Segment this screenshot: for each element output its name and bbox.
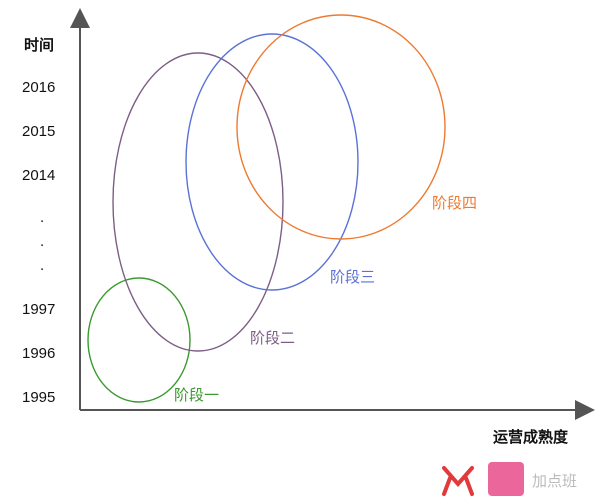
logo-left-mark xyxy=(442,466,474,496)
y-tick-dot-1: . xyxy=(40,209,44,226)
logo-right-mark xyxy=(488,462,524,496)
x-axis-title: 运营成熟度 xyxy=(493,428,569,446)
watermark-text: 加点班 xyxy=(532,472,577,490)
stage-3-label: 阶段三 xyxy=(330,268,375,286)
y-axis-title: 时间 xyxy=(24,36,54,54)
y-tick-dot-2: . xyxy=(40,233,44,250)
y-tick-1996: 1996 xyxy=(22,345,55,362)
stage-4-label: 阶段四 xyxy=(432,194,477,212)
stage-3-ellipse xyxy=(185,33,359,291)
y-tick-1997: 1997 xyxy=(22,301,55,318)
stage-1-ellipse xyxy=(87,277,191,403)
y-tick-2015: 2015 xyxy=(22,123,55,140)
stage-2-label: 阶段二 xyxy=(250,329,295,347)
stage-4-ellipse xyxy=(236,14,446,240)
y-tick-dot-3: . xyxy=(40,257,44,274)
y-tick-1995: 1995 xyxy=(22,389,55,406)
stage-1-label: 阶段一 xyxy=(174,386,219,404)
watermark-logo: 加点班 xyxy=(442,462,577,496)
stage-2-ellipse xyxy=(112,52,284,352)
y-tick-2016: 2016 xyxy=(22,79,55,96)
y-tick-2014: 2014 xyxy=(22,167,55,184)
